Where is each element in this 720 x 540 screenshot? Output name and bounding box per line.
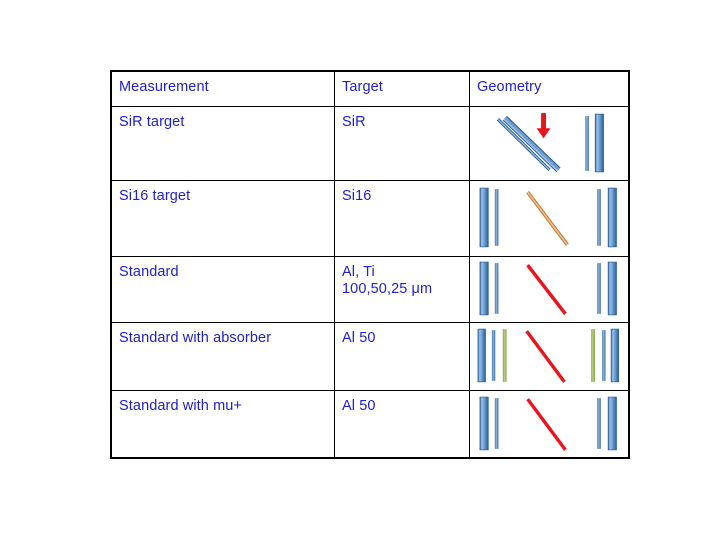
header-cell-target: Target xyxy=(334,71,470,107)
table-row: Standard Al, Ti 100,50,25 μm xyxy=(111,256,630,323)
blue-diagonal-bar-thick xyxy=(502,115,561,173)
red-diagonal-bar xyxy=(526,264,567,315)
table-row: Standard with mu+ Al 50 xyxy=(111,390,630,459)
geometry-diagram-absorber xyxy=(470,323,629,390)
detector-bar-thin-blue xyxy=(491,330,496,381)
detector-bar-thick-blue xyxy=(477,328,486,383)
detector-bar-thin-blue xyxy=(602,330,606,381)
detector-bar-thick-blue xyxy=(594,113,604,173)
red-diagonal-bar xyxy=(526,398,567,451)
cell-geometry xyxy=(469,180,630,257)
blue-diagonal-bar-thin xyxy=(496,117,551,172)
detector-bar-thick-blue xyxy=(479,187,489,248)
detector-bar-thick-blue xyxy=(607,261,617,316)
measurement-label: Standard xyxy=(119,264,179,280)
measurement-label: Standard with mu+ xyxy=(119,398,243,414)
cell-measurement: SiR target xyxy=(111,106,335,181)
table-header-row: Measurement Target Geometry xyxy=(111,71,630,107)
geometry-diagram-si16 xyxy=(470,181,629,256)
cell-geometry xyxy=(469,390,630,459)
cell-measurement: Standard with mu+ xyxy=(111,390,335,459)
detector-bar-thick-blue xyxy=(607,396,617,451)
header-geometry: Geometry xyxy=(477,79,542,95)
geometry-svg xyxy=(479,261,617,316)
target-label: Al 50 xyxy=(342,398,376,414)
geometry-svg xyxy=(479,187,617,248)
geometry-svg xyxy=(479,396,617,451)
cell-target: Si16 xyxy=(334,180,470,257)
geometry-table: Measurement Target Geometry SiR target S… xyxy=(111,71,630,459)
measurement-label: SiR target xyxy=(119,114,185,130)
cell-geometry xyxy=(469,106,630,181)
red-down-arrow xyxy=(536,113,551,139)
absorber-bar-green xyxy=(591,329,596,382)
geometry-diagram-muplus xyxy=(470,391,629,458)
geometry-diagram-sir xyxy=(470,107,629,180)
cell-target: Al 50 xyxy=(334,390,470,459)
geometry-svg xyxy=(477,328,620,383)
detector-bar-thick-blue xyxy=(479,261,489,316)
cell-target: SiR xyxy=(334,106,470,181)
detector-bar-thin-blue xyxy=(494,189,499,246)
cell-geometry xyxy=(469,322,630,391)
header-cell-geometry: Geometry xyxy=(469,71,630,107)
detector-bar-thin-blue xyxy=(494,398,499,449)
target-label: Al 50 xyxy=(342,330,376,346)
red-diagonal-bar xyxy=(525,330,566,383)
measurement-label: Standard with absorber xyxy=(119,330,272,346)
header-cell-measurement: Measurement xyxy=(111,71,335,107)
detector-bar-thin-blue xyxy=(597,189,601,246)
detector-bar-thin-blue xyxy=(597,263,601,314)
geometry-svg xyxy=(496,113,604,173)
table-row: Standard with absorber Al 50 xyxy=(111,322,630,391)
measurement-label: Si16 target xyxy=(119,188,191,204)
detector-bar-thin-blue xyxy=(585,116,589,171)
geometry-diagram-standard xyxy=(470,257,629,322)
target-label: Al, Ti 100,50,25 μm xyxy=(342,264,433,298)
cell-measurement: Standard with absorber xyxy=(111,322,335,391)
detector-bar-thick-blue xyxy=(610,328,620,383)
detector-bar-thick-blue xyxy=(479,396,489,451)
header-target: Target xyxy=(342,79,383,95)
target-label: Si16 xyxy=(342,188,372,204)
absorber-bar-green xyxy=(502,329,507,382)
detector-bar-thin-blue xyxy=(494,263,499,314)
cell-geometry xyxy=(469,256,630,323)
table-row: Si16 target Si16 xyxy=(111,180,630,257)
cell-measurement: Si16 target xyxy=(111,180,335,257)
target-label: SiR xyxy=(342,114,366,130)
cell-target: Al 50 xyxy=(334,322,470,391)
cell-target: Al, Ti 100,50,25 μm xyxy=(334,256,470,323)
header-measurement: Measurement xyxy=(119,79,209,95)
tan-diagonal-bar xyxy=(526,191,569,246)
cell-measurement: Standard xyxy=(111,256,335,323)
table-row: SiR target SiR xyxy=(111,106,630,181)
detector-bar-thick-blue xyxy=(607,187,617,248)
detector-bar-thin-blue xyxy=(597,398,601,449)
